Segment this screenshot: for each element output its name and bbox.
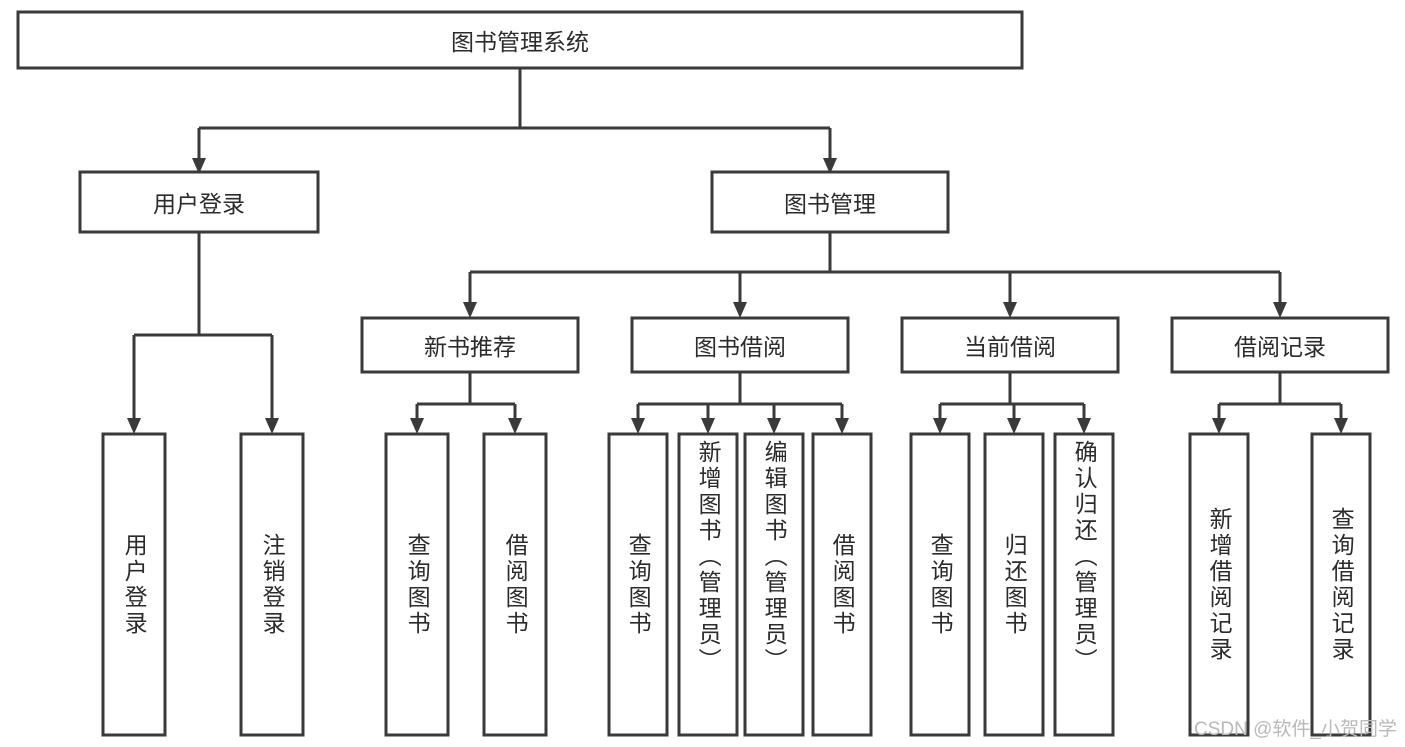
watermark-text: CSDN @软件_小贺同学 xyxy=(1194,719,1397,740)
arrow-head-leaf-query-book-recommend xyxy=(410,418,424,434)
connector-new-book-recommend-to-leaves xyxy=(410,372,522,434)
connector-root-to-level2 xyxy=(192,68,837,174)
node-box-leaf-user-login[interactable] xyxy=(101,432,167,737)
node-box-leaf-query-book-borrow[interactable] xyxy=(607,432,669,737)
node-box-leaf-logout-login[interactable] xyxy=(239,432,305,737)
node-box-root[interactable] xyxy=(16,10,1024,70)
node-box-leaf-query-book-current[interactable] xyxy=(909,432,971,737)
connector-borrow-record-to-leaves xyxy=(1212,372,1348,434)
node-box-user-login[interactable] xyxy=(78,170,320,234)
arrow-head-leaf-logout-login xyxy=(265,418,279,434)
arrow-head-leaf-query-book-borrow xyxy=(631,418,645,434)
arrow-head-leaf-add-book-admin xyxy=(701,418,715,434)
connector-current-borrow-to-leaves xyxy=(933,372,1091,434)
arrow-head-book-borrow xyxy=(733,302,747,318)
node-box-new-book-recommend[interactable] xyxy=(360,316,580,374)
arrow-head-leaf-edit-book-admin xyxy=(767,418,781,434)
node-box-leaf-query-book-recommend[interactable] xyxy=(384,432,450,737)
arrow-head-leaf-query-book-current xyxy=(933,418,947,434)
arrow-head-current-borrow xyxy=(1003,302,1017,318)
arrow-head-leaf-add-borrow-record xyxy=(1212,418,1226,434)
arrow-head-leaf-borrow-book xyxy=(835,418,849,434)
arrow-head-user-login xyxy=(192,158,206,174)
node-box-leaf-confirm-return-admin[interactable] xyxy=(1053,432,1115,737)
arrow-head-book-management xyxy=(823,158,837,174)
arrow-head-leaf-borrow-book-recommend xyxy=(508,418,522,434)
node-box-leaf-add-book-admin[interactable] xyxy=(677,432,739,737)
arrow-head-leaf-return-book xyxy=(1007,418,1021,434)
node-box-leaf-borrow-book-recommend[interactable] xyxy=(482,432,548,737)
node-box-leaf-return-book[interactable] xyxy=(983,432,1045,737)
connector-book-borrow-to-leaves xyxy=(631,372,849,434)
node-box-book-management[interactable] xyxy=(710,170,950,234)
node-box-leaf-query-borrow-record[interactable] xyxy=(1310,432,1372,737)
arrow-head-leaf-user-login xyxy=(127,418,141,434)
arrow-head-leaf-query-borrow-record xyxy=(1334,418,1348,434)
arrow-head-borrow-record xyxy=(1273,302,1287,318)
connector-book-management-to-level3 xyxy=(463,232,1287,318)
node-box-borrow-record[interactable] xyxy=(1170,316,1390,374)
connector-user-login-to-leaves xyxy=(127,232,279,434)
arrow-head-new-book-recommend xyxy=(463,302,477,318)
node-box-leaf-add-borrow-record[interactable] xyxy=(1188,432,1250,737)
node-box-current-borrow[interactable] xyxy=(900,316,1120,374)
node-box-leaf-borrow-book[interactable] xyxy=(811,432,873,737)
arrow-head-leaf-confirm-return-admin xyxy=(1077,418,1091,434)
node-box-leaf-edit-book-admin[interactable] xyxy=(743,432,805,737)
node-box-book-borrow[interactable] xyxy=(630,316,850,374)
